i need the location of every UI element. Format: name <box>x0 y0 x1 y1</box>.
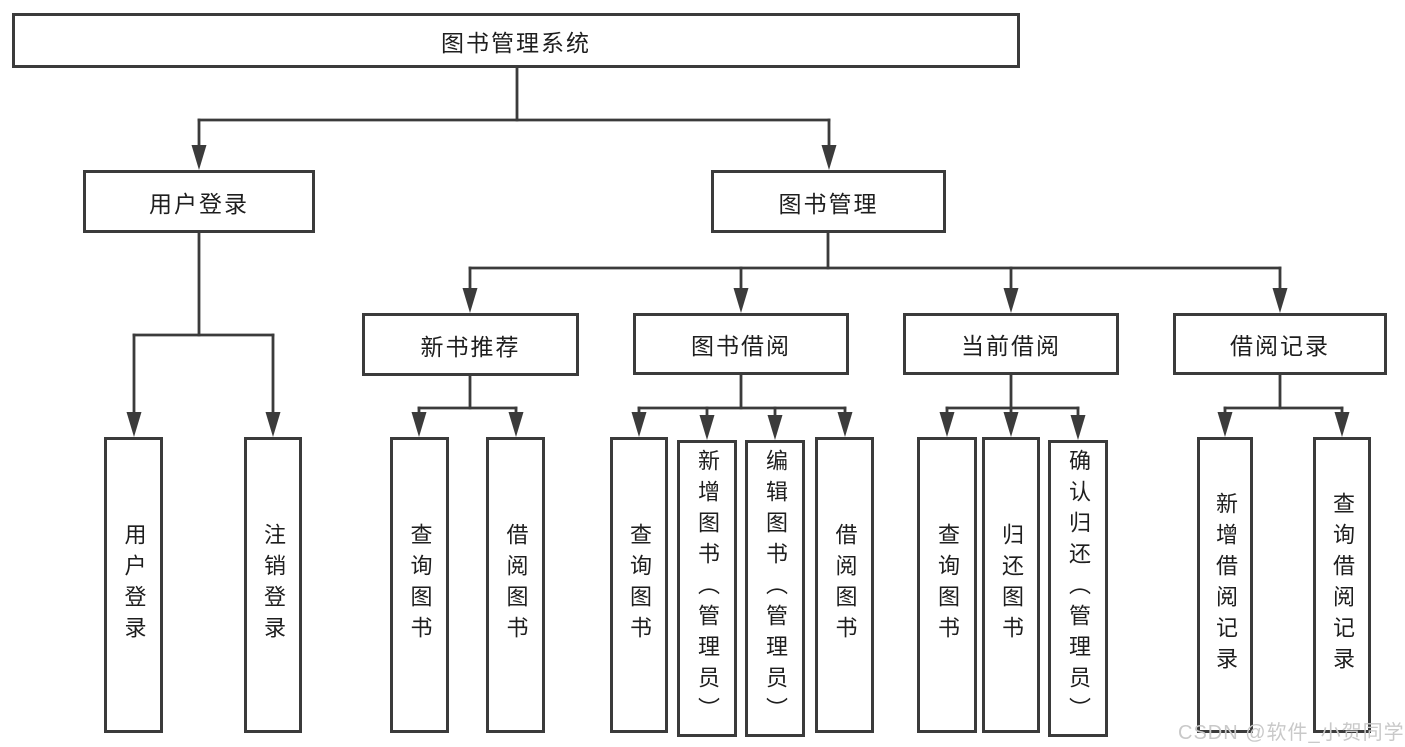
edge-borrowing-records-children-arrowhead-0 <box>1217 412 1233 437</box>
node-user-login: 用户登录 <box>83 170 315 233</box>
node-edit-books-admin: 编辑图书（管理员） <box>745 440 805 737</box>
node-query-borrowing-record-label: 查询借阅记录 <box>1330 492 1355 678</box>
node-new-book-recommendation: 新书推荐 <box>362 313 579 376</box>
node-query-books-recommend: 查询图书 <box>390 437 449 733</box>
node-user-login-leaf-label: 用户登录 <box>121 523 147 647</box>
node-return-books-label: 归还图书 <box>999 523 1024 647</box>
node-confirm-return-admin-label: 确认归还（管理员） <box>1066 449 1091 728</box>
node-book-management: 图书管理 <box>711 170 946 233</box>
node-query-books-current: 查询图书 <box>917 437 977 733</box>
edge-user-login-children-arrowhead-0 <box>126 412 142 437</box>
node-borrow-books-borrowing: 借阅图书 <box>815 437 874 733</box>
edge-current-borrowing-children-arrowhead-2 <box>1070 415 1086 440</box>
edge-book-management-children-arrowhead-3 <box>1272 288 1288 313</box>
edge-book-borrowing-children-arrowhead-1 <box>699 415 715 440</box>
watermark: CSDN @软件_小贺同学 <box>1178 722 1405 744</box>
edge-borrowing-records-children-arrowhead-1 <box>1334 412 1350 437</box>
edge-book-borrowing-children-arrowhead-3 <box>837 412 853 437</box>
node-borrow-books-recommend-label: 借阅图书 <box>503 523 529 647</box>
node-book-borrowing: 图书借阅 <box>633 313 849 375</box>
node-new-book-recommendation-label: 新书推荐 <box>420 333 521 360</box>
node-query-books-recommend-label: 查询图书 <box>407 523 433 647</box>
node-borrowing-records-label: 借阅记录 <box>1230 333 1330 359</box>
node-query-books-current-label: 查询图书 <box>935 523 960 647</box>
edge-current-borrowing-children-arrowhead-0 <box>939 412 955 437</box>
edge-root-to-level2-arrowhead-1 <box>821 145 837 170</box>
node-confirm-return-admin: 确认归还（管理员） <box>1048 440 1108 737</box>
node-edit-books-admin-label: 编辑图书（管理员） <box>763 449 788 728</box>
node-logout: 注销登录 <box>244 437 302 733</box>
node-book-management-label: 图书管理 <box>778 190 879 217</box>
edge-new-book-recommendation-children-arrowhead-0 <box>411 412 427 437</box>
edge-user-login-children-arrowhead-1 <box>265 412 281 437</box>
node-book-borrowing-label: 图书借阅 <box>691 333 791 359</box>
node-current-borrowing: 当前借阅 <box>903 313 1119 375</box>
node-borrow-books-recommend: 借阅图书 <box>486 437 545 733</box>
node-return-books: 归还图书 <box>982 437 1040 733</box>
node-library-management-system: 图书管理系统 <box>12 13 1020 68</box>
edge-new-book-recommendation-children-arrowhead-1 <box>508 412 524 437</box>
node-logout-label: 注销登录 <box>261 523 286 647</box>
node-add-borrowing-record: 新增借阅记录 <box>1197 437 1253 733</box>
node-query-books-borrowing-label: 查询图书 <box>627 523 652 647</box>
node-current-borrowing-label: 当前借阅 <box>961 333 1061 359</box>
edge-book-management-children-arrowhead-2 <box>1003 288 1019 313</box>
edge-root-to-level2-arrowhead-0 <box>191 145 207 170</box>
node-borrow-books-borrowing-label: 借阅图书 <box>832 523 858 647</box>
node-add-borrowing-record-label: 新增借阅记录 <box>1213 492 1238 678</box>
edge-book-borrowing-children-arrowhead-2 <box>767 415 783 440</box>
node-user-login-label: 用户登录 <box>149 190 249 217</box>
edge-current-borrowing-children-arrowhead-1 <box>1003 412 1019 437</box>
node-borrowing-records: 借阅记录 <box>1173 313 1387 375</box>
node-query-borrowing-record: 查询借阅记录 <box>1313 437 1371 733</box>
edge-book-management-children-arrowhead-0 <box>462 288 478 313</box>
node-library-management-system-label: 图书管理系统 <box>441 29 591 56</box>
node-query-books-borrowing: 查询图书 <box>610 437 668 733</box>
edge-book-management-children-arrowhead-1 <box>733 288 749 313</box>
node-add-books-admin-label: 新增图书（管理员） <box>695 449 720 728</box>
edge-book-borrowing-children-arrowhead-0 <box>631 412 647 437</box>
node-add-books-admin: 新增图书（管理员） <box>677 440 737 737</box>
node-user-login-leaf: 用户登录 <box>104 437 163 733</box>
